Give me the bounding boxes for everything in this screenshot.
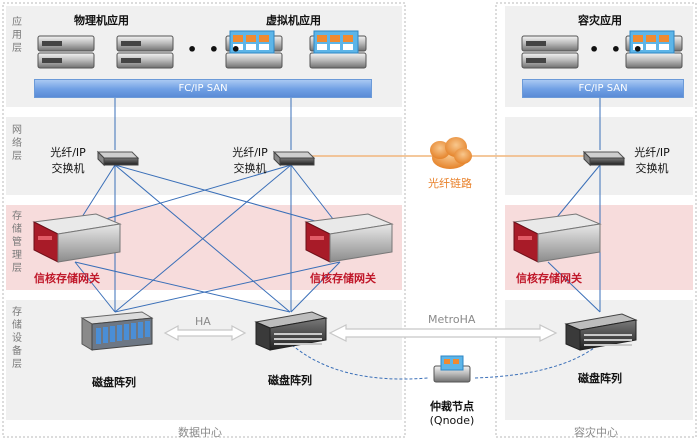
switch-1-label-line1: 光纤/IP xyxy=(50,146,86,159)
datacenter-label: 数据中心 xyxy=(178,426,222,439)
physical-server-1-icon xyxy=(37,35,95,69)
connection-lines xyxy=(74,96,601,313)
metroha-label: MetroHA xyxy=(428,313,476,326)
switch-dr-label-line2: 交换机 xyxy=(635,162,669,175)
switch-2-label-line1: 光纤/IP xyxy=(232,146,268,159)
disk-array-dr-icon xyxy=(564,313,638,351)
layer-label-network: 网络层 xyxy=(12,125,22,162)
virtual-server-1-icon xyxy=(225,30,283,69)
ellipsis-dc: • • • xyxy=(187,40,244,59)
gateway-1-label: 信核存储网关 xyxy=(34,272,100,285)
datacenter-boundary xyxy=(2,2,406,438)
disk-array-2-icon xyxy=(254,311,328,351)
switch-dr-label: 光纤/IP 交换机 xyxy=(628,144,676,176)
switch-2-label: 光纤/IP 交换机 xyxy=(226,144,274,176)
quorum-node-label: 仲裁节点 (Qnode) xyxy=(424,398,480,427)
dr-apps-label: 容灾应用 xyxy=(578,14,622,27)
quorum-node-icon xyxy=(433,355,471,383)
switch-1-label: 光纤/IP 交换机 xyxy=(44,144,92,176)
virtual-apps-label: 虚拟机应用 xyxy=(266,14,321,27)
switch-2-icon xyxy=(272,150,316,167)
ellipsis-dr: • • • xyxy=(589,40,646,59)
dr-server-1-icon xyxy=(521,35,579,69)
layer-label-storage-mgmt: 存储管理层 xyxy=(12,211,22,274)
ha-label: HA xyxy=(195,315,211,328)
gateway-dr-label: 信核存储网关 xyxy=(516,272,582,285)
gateway-2-icon xyxy=(304,213,394,263)
gateway-dr-icon xyxy=(512,213,602,263)
quorum-node-label-line1: 仲裁节点 xyxy=(430,400,474,413)
san-bar-dc: FC/IP SAN xyxy=(34,79,372,98)
disk-array-2-label: 磁盘阵列 xyxy=(268,374,312,387)
switch-1-label-line2: 交换机 xyxy=(51,162,85,175)
fiber-link-label: 光纤链路 xyxy=(428,177,472,190)
drcenter-boundary xyxy=(495,2,697,438)
gateway-2-label: 信核存储网关 xyxy=(310,272,376,285)
quorum-link-left xyxy=(291,344,429,380)
switch-2-label-line2: 交换机 xyxy=(233,162,267,175)
san-bar-dr: FC/IP SAN xyxy=(522,79,684,98)
quorum-node-label-line2: (Qnode) xyxy=(429,414,475,427)
switch-dr-icon xyxy=(582,150,626,167)
disk-array-dr-label: 磁盘阵列 xyxy=(578,372,622,385)
ha-arrow xyxy=(163,324,247,342)
layer-label-application: 应用层 xyxy=(12,17,22,54)
physical-server-2-icon xyxy=(116,35,174,69)
layer-label-storage-device: 存储设备层 xyxy=(12,307,22,370)
metroha-arrow xyxy=(328,324,558,342)
switch-dr-label-line1: 光纤/IP xyxy=(634,146,670,159)
fiber-cloud-icon xyxy=(430,137,472,169)
switch-1-icon xyxy=(96,150,140,167)
drcenter-label: 容灾中心 xyxy=(574,426,618,439)
disk-array-1-icon xyxy=(80,311,154,351)
band-device-dc xyxy=(6,300,402,420)
virtual-server-2-icon xyxy=(309,30,367,69)
dr-server-2-icon xyxy=(625,30,683,69)
physical-apps-label: 物理机应用 xyxy=(74,14,129,27)
disk-array-1-label: 磁盘阵列 xyxy=(92,376,136,389)
gateway-1-icon xyxy=(32,213,122,263)
